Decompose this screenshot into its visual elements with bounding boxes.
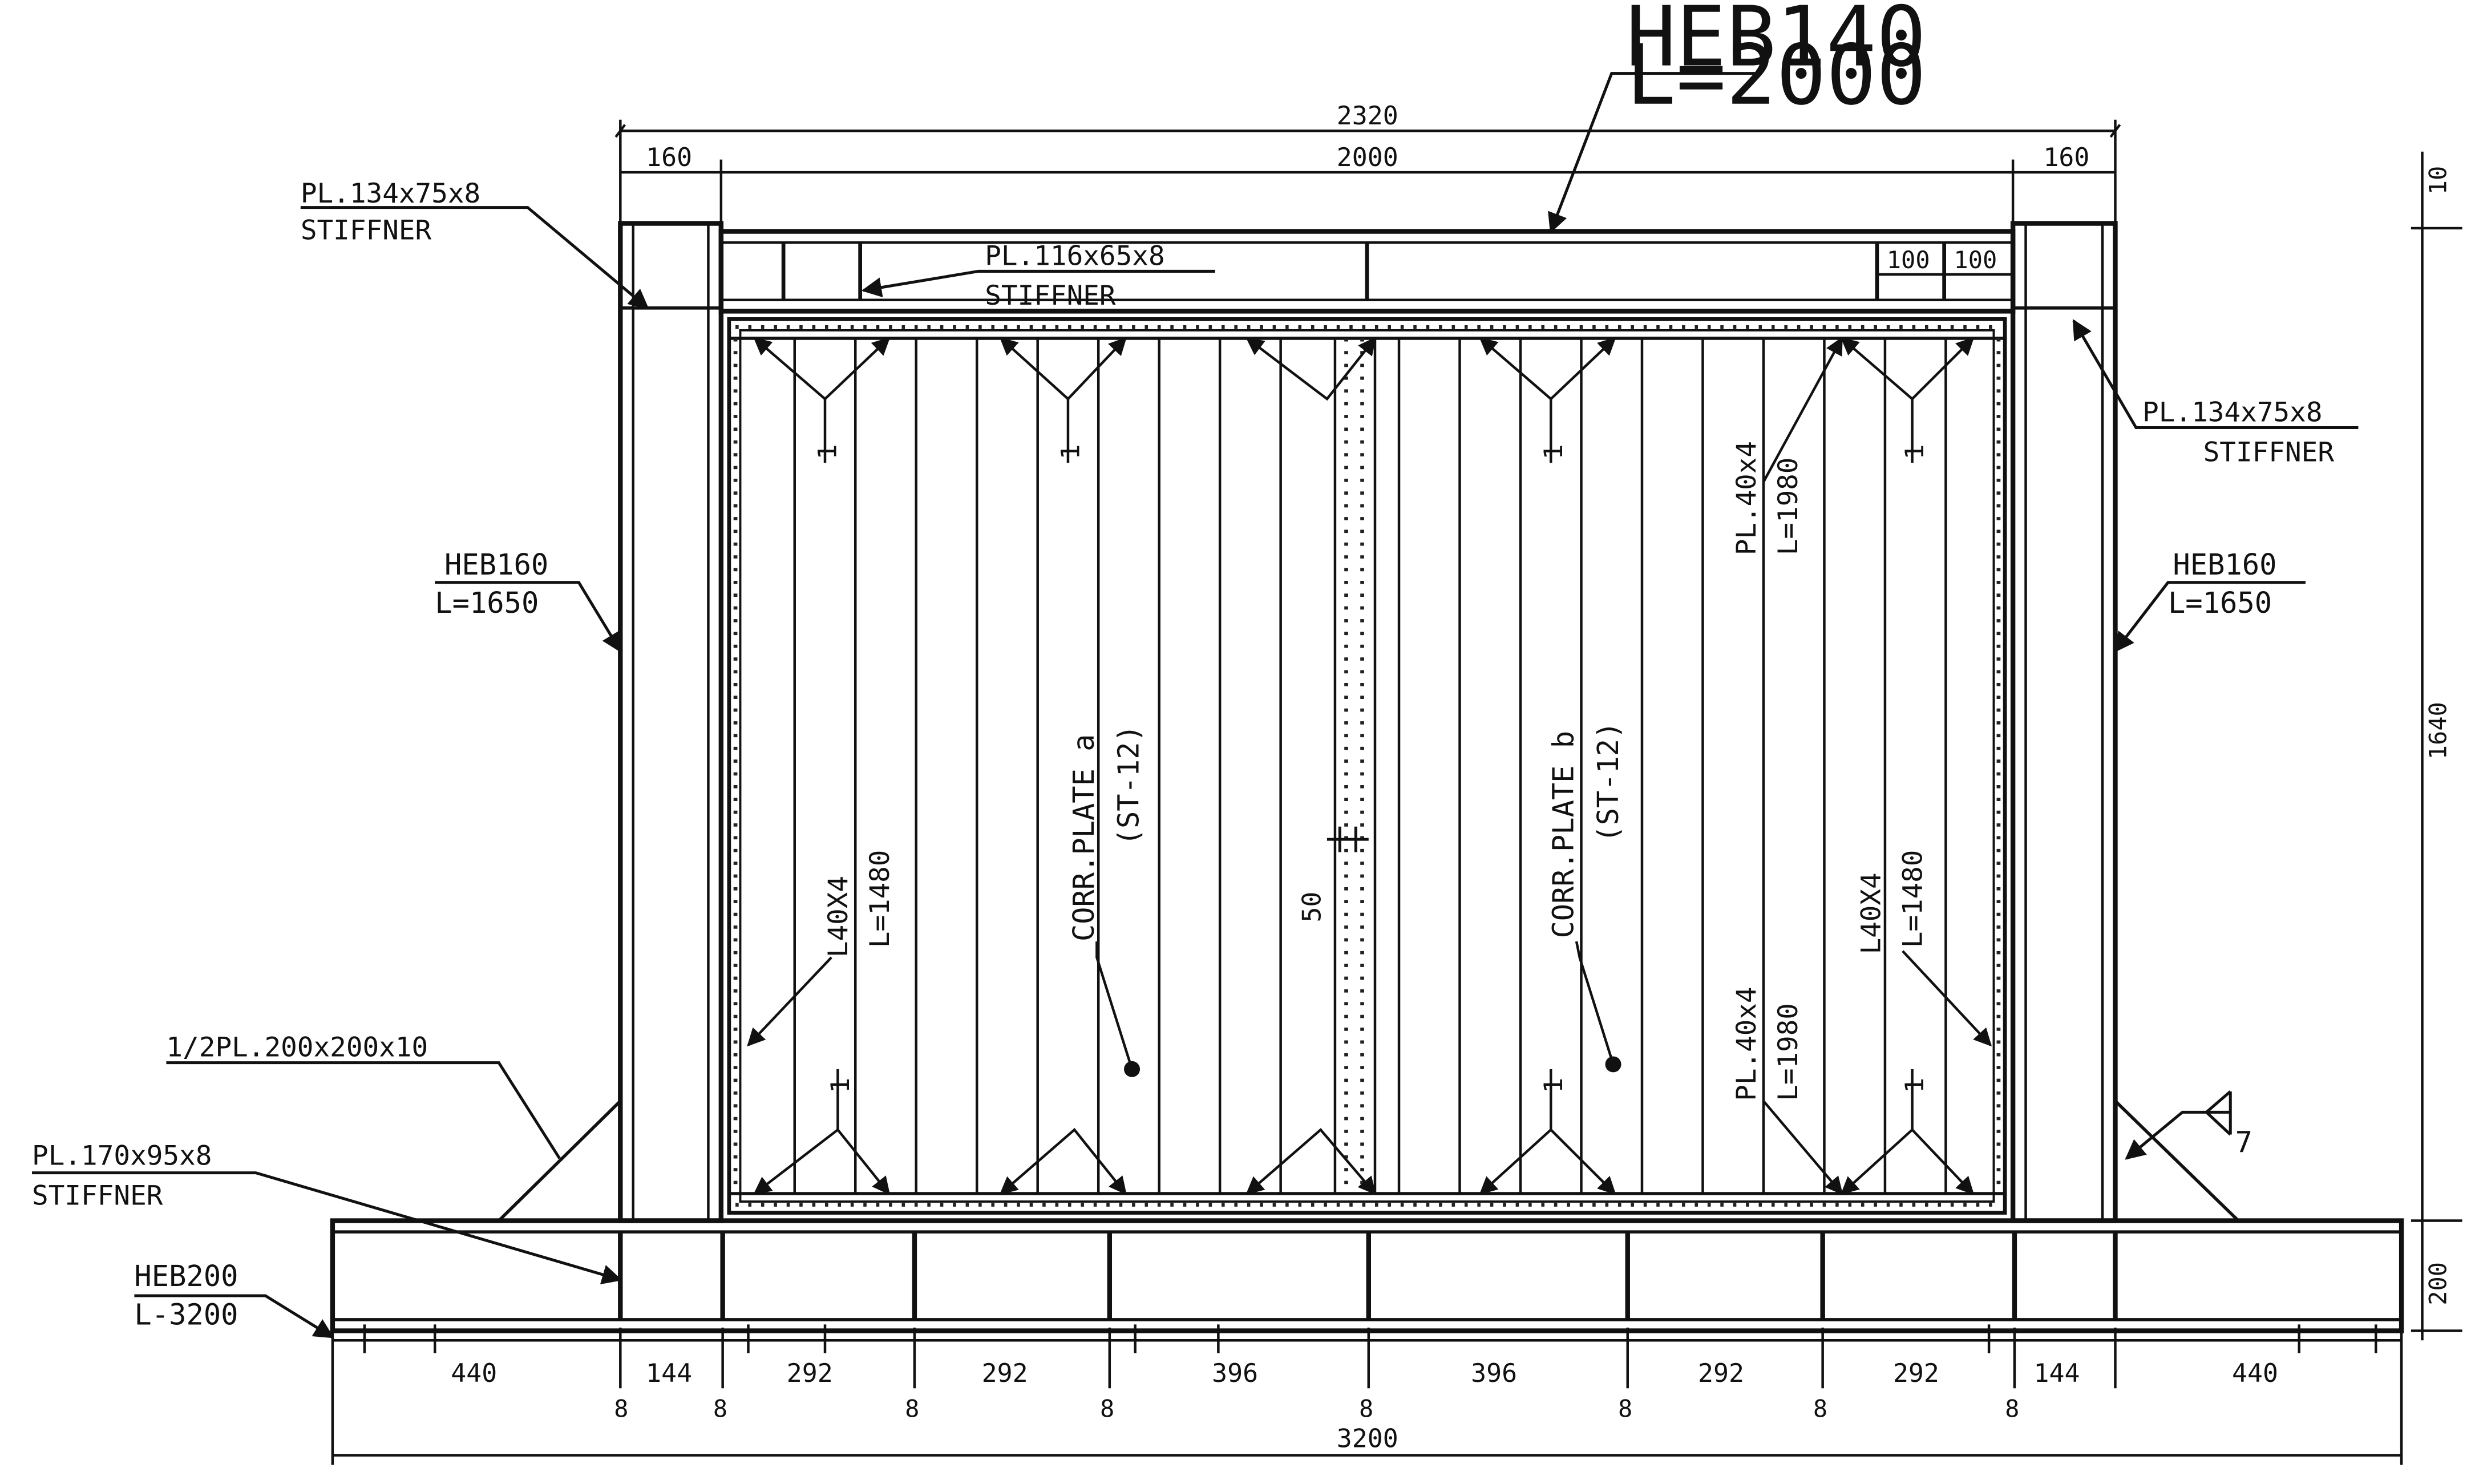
infill-panel [727, 317, 2007, 1215]
right-column [2010, 221, 2118, 1223]
corr-plate-a-spec: (ST-12) [1111, 725, 1145, 846]
dim-bottom-segment: 396 [1471, 1358, 1517, 1388]
weld-size: 7 [2235, 1125, 2252, 1159]
dim-right-height: 1640 [2424, 702, 2452, 759]
weld-mark: 1 [812, 444, 843, 460]
stiffener-top-left-note: STIFFNER [301, 215, 432, 246]
dim-bottom-plate: 8 [905, 1395, 919, 1423]
weld-mark: 1 [825, 1078, 855, 1093]
weld-mark: 1 [1055, 444, 1086, 460]
weld-mark: 1 [1538, 444, 1568, 460]
base-stiffeners [618, 1232, 2118, 1320]
weld-mark: 1 [1538, 1078, 1568, 1093]
top-beam [718, 229, 2016, 314]
dim-bottom-segment: 144 [646, 1358, 692, 1388]
dim-bottom-segment: 440 [2232, 1358, 2278, 1388]
corr-plate-b-dot [1605, 1056, 1621, 1073]
stiffener-base-plate: PL.170x95x8 [32, 1141, 212, 1172]
dim-stiff-spacing-1: 100 [1887, 246, 1930, 274]
dim-bottom-overall: 3200 [1337, 1424, 1398, 1454]
right-column-length: L=1650 [2168, 586, 2272, 620]
dim-bottom-plate: 8 [1359, 1395, 1373, 1423]
stiffener-base-note: STIFFNER [32, 1180, 163, 1212]
corr-plate-a-name: CORR.PLATE a [1067, 734, 1101, 942]
angle-left-length: L=1480 [864, 850, 896, 948]
base-beam-profile: HEB200 [134, 1259, 238, 1293]
top-beam-profile: HEB140 [1626, 0, 1926, 86]
dimension-lines [331, 119, 2462, 1465]
dim-bottom-plate: 8 [713, 1395, 727, 1423]
angle-left-profile: L40X4 [823, 876, 854, 957]
left-column-length: L=1650 [435, 586, 539, 620]
text-labels: HEB140 L=2000 PL.134x75x8 STIFFNER PL.11… [32, 0, 2452, 1331]
corr-plate-a-dot [1124, 1061, 1141, 1077]
stiffener-top-right-note: STIFFNER [2203, 436, 2335, 468]
stiffener-beam-plate: PL.116x65x8 [985, 240, 1164, 272]
dim-top-overall: 2320 [1337, 100, 1398, 131]
left-column [618, 221, 724, 1223]
corr-plate-b-spec: (ST-12) [1591, 722, 1625, 843]
dim-stiff-spacing-2: 100 [1954, 246, 1997, 274]
dim-bottom-plate: 8 [1100, 1395, 1114, 1423]
top-beam-length: L=2000 [1626, 27, 1926, 124]
base-beam-length: L-3200 [134, 1297, 238, 1331]
weld-mark: 1 [1899, 444, 1930, 460]
dim-bottom-plate: 8 [2005, 1395, 2019, 1423]
strip-upper-profile: PL.40x4 [1731, 441, 1762, 555]
right-column-profile: HEB160 [2173, 548, 2276, 581]
center-gap-value: 50 [1297, 892, 1327, 923]
strip-lower-length: L=1980 [1773, 1003, 1804, 1101]
dim-right-bottom: 200 [2424, 1262, 2452, 1305]
strip-upper-length: L=1980 [1773, 458, 1804, 556]
dim-bottom-plate: 8 [1618, 1395, 1632, 1423]
weld-mark: 1 [1899, 1078, 1930, 1093]
stiffener-beam-note: STIFFNER [985, 280, 1116, 312]
dim-bottom-segment: 144 [2034, 1358, 2080, 1388]
stiffener-top-right-plate: PL.134x75x8 [2142, 397, 2322, 428]
stiffener-top-left-plate: PL.134x75x8 [301, 178, 480, 209]
dim-bottom-segment: 292 [1698, 1358, 1744, 1388]
strip-lower-profile: PL.40x4 [1731, 986, 1762, 1101]
label-leaders [32, 72, 2359, 1339]
center-gap-marker [1327, 826, 1369, 852]
dim-top-right: 160 [2043, 142, 2089, 172]
dim-right-top: 10 [2424, 166, 2452, 195]
dim-bottom-plate: 8 [1813, 1395, 1827, 1423]
frame-structure [330, 221, 2404, 1333]
corr-plate-b-name: CORR.PLATE b [1546, 731, 1580, 939]
dim-top-middle: 2000 [1337, 142, 1398, 172]
gusset-plate: 1/2PL.200x200x10 [166, 1032, 428, 1064]
base-beam [330, 1218, 2404, 1333]
dim-bottom-segment: 440 [451, 1358, 497, 1388]
dim-top-left: 160 [646, 142, 692, 172]
left-column-profile: HEB160 [444, 548, 548, 581]
gusset-plates [498, 1099, 2240, 1222]
dim-bottom-segment: 292 [787, 1358, 833, 1388]
weld-symbol-7 [2204, 1090, 2232, 1136]
bottom-dimension-values: 440 144 292 292 396 396 292 292 144 440 … [451, 1358, 2278, 1454]
dim-bottom-plate: 8 [614, 1395, 628, 1423]
weld-leaders [747, 337, 1992, 1195]
dim-bottom-segment: 292 [1893, 1358, 1939, 1388]
dim-bottom-segment: 396 [1212, 1358, 1258, 1388]
angle-right-profile: L40X4 [1855, 872, 1887, 954]
angle-right-length: L=1480 [1897, 850, 1928, 948]
dim-bottom-segment: 292 [982, 1358, 1028, 1388]
